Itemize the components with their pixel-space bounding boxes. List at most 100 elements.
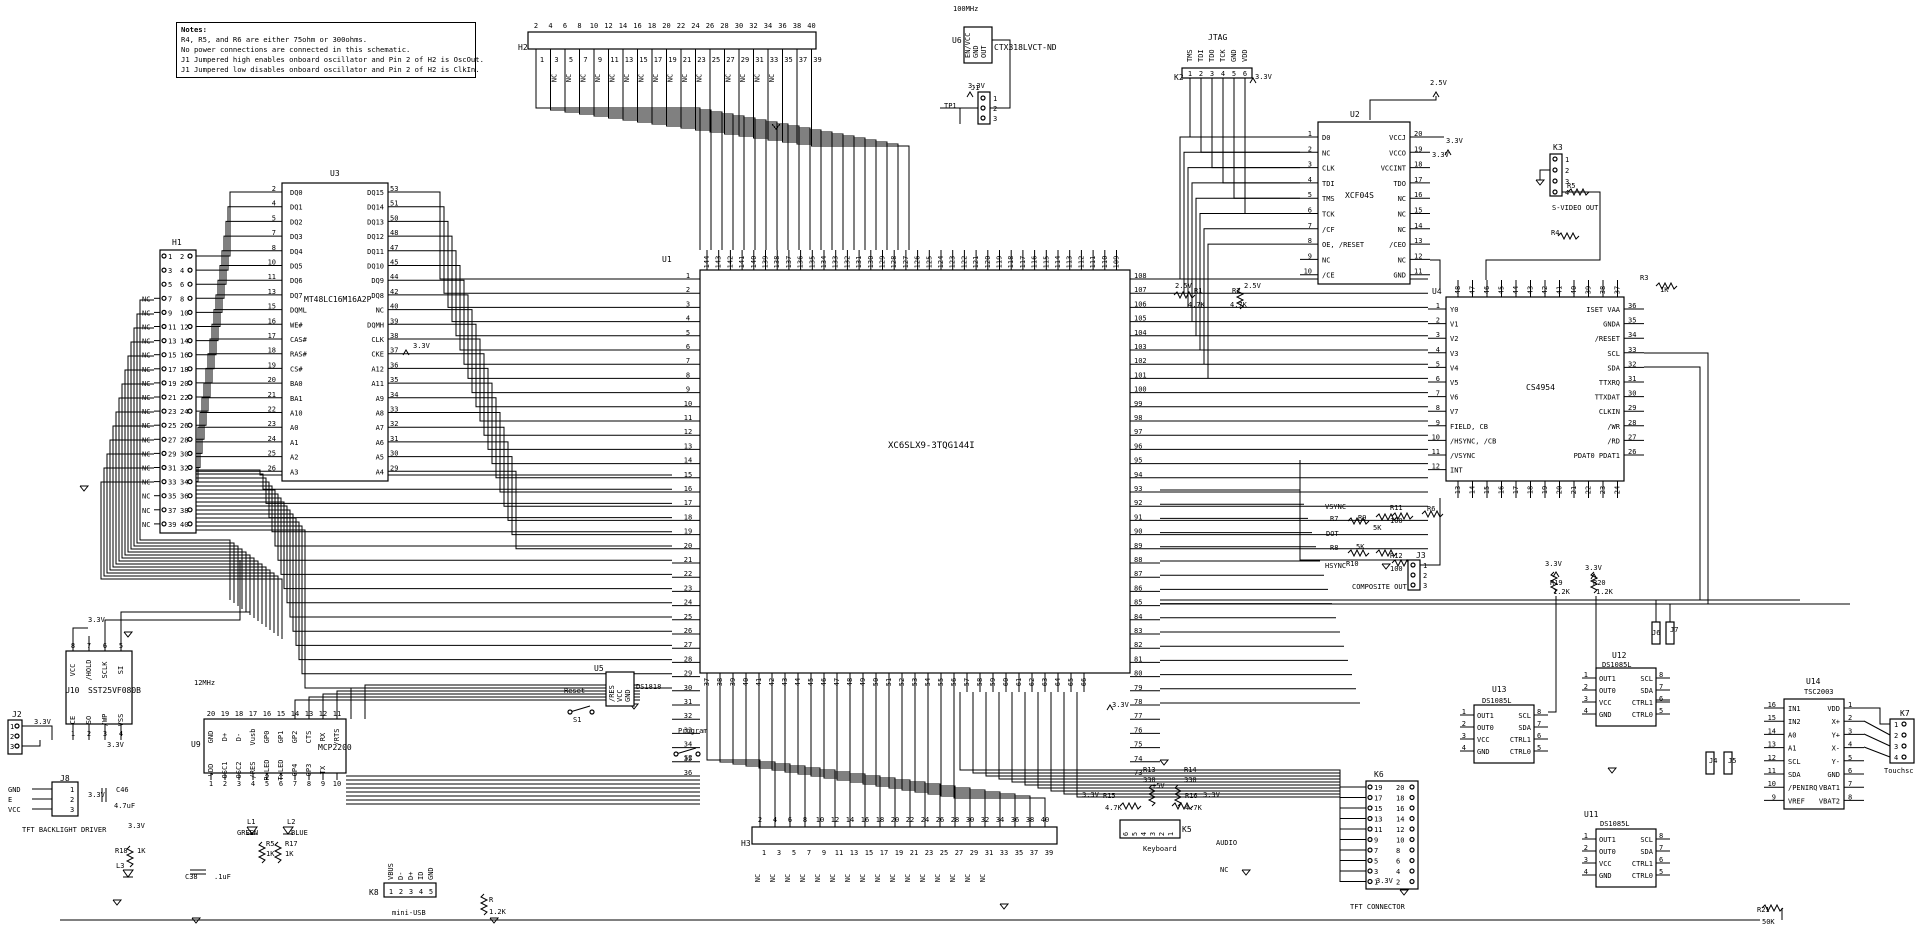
h1-pin-num: 18 (180, 366, 188, 374)
label-r16: R16 (1185, 792, 1198, 800)
h3-ref: H3 (741, 839, 751, 848)
h1-to-u1-wire (196, 525, 672, 675)
u10-top-pin-label: SCLK (101, 661, 109, 679)
u3-to-h1-wire (196, 206, 264, 271)
h1-pin-num: 7 (168, 295, 172, 303)
h1-pin-dot (161, 295, 167, 301)
u9-bottom-pin-label: TX (319, 765, 327, 774)
u3-left-pin-num: 26 (268, 464, 276, 472)
h1-left-wire (121, 383, 255, 618)
label-r18: R18 (115, 847, 128, 855)
ground-icon (1159, 759, 1170, 766)
h3-nc-label: NC (949, 874, 957, 882)
h1-pin-num: 26 (180, 422, 188, 430)
label-5v-k5: +5V (1152, 782, 1165, 790)
k8-pin-num: 3 (409, 888, 413, 896)
k5-box (1119, 819, 1181, 839)
u9-to-u1-wire (308, 696, 640, 719)
u3-left-pin-num: 19 (268, 361, 276, 369)
u4-left-pin-label: V6 (1450, 394, 1458, 402)
u1-to-k6-wire (1024, 692, 1366, 840)
label-nc-audio: NC (1220, 866, 1228, 874)
label-r9: R9 (1358, 514, 1366, 522)
u9-top-pin-label: GND (207, 731, 215, 744)
u1-right-pin-num: 83 (1134, 627, 1142, 635)
h3-nc-label: NC (979, 874, 987, 882)
h1-pin-num: 29 (168, 450, 176, 458)
u9-bottom-pin-num: 3 (237, 780, 241, 788)
label-33v-j8: 3.3V (88, 791, 106, 799)
u11-left-pin-num: 4 (1584, 868, 1588, 876)
u1-right-pin-num: 77 (1134, 712, 1142, 720)
u3-left-pin-num: 24 (268, 435, 276, 443)
k6-box (1365, 780, 1419, 890)
ground-icon (79, 485, 90, 492)
h1-pin-dot (161, 507, 167, 513)
u3-right-pin-label: A4 (376, 468, 384, 476)
label-r5: R5 (1567, 182, 1575, 190)
h3-bottom-pin-num: 39 (1045, 849, 1053, 857)
h1-pin-num: 1 (168, 253, 172, 261)
u1-bottom-pin-num: 55 (937, 678, 945, 686)
u3-to-h1-wire (196, 250, 264, 313)
h1-left-wire (127, 355, 247, 612)
h2-top-pin-num: 8 (577, 22, 581, 30)
u6-name: CTX318LVCT-ND (994, 43, 1057, 52)
u1-left-pin-num: 32 (684, 712, 692, 720)
u4-right-pin-label: SDA (1607, 364, 1620, 372)
label-r10: R10 (1346, 560, 1359, 568)
u1-right-pin-num: 75 (1134, 741, 1142, 749)
u12-left-pin-num: 1 (1584, 671, 1588, 679)
j7-box (1665, 621, 1675, 645)
u2-right-pin-label: NC (1398, 226, 1406, 234)
u9-top-pin-num: 13 (305, 710, 313, 718)
u4-bottom-pin-num: 22 (1585, 486, 1593, 494)
label-c38: C38 (185, 873, 198, 881)
u4-left-pin-num: 6 (1436, 375, 1440, 383)
u1-to-k6-wire (1050, 692, 1366, 861)
k3-pin-dot (1552, 178, 1558, 184)
h2-to-u1-wire (767, 66, 877, 250)
u10-bottom-pin-num: 1 (71, 730, 75, 738)
u4-right-pin-num: 31 (1628, 375, 1636, 383)
h3-nc-label: NC (934, 874, 942, 882)
h1-pin-dot (161, 338, 167, 344)
h1-pin-num: 27 (168, 436, 176, 444)
jtag-pin-label: TCK (1219, 49, 1227, 62)
j3-pin-dot (1410, 562, 1416, 568)
notes-title: Notes: (181, 25, 207, 34)
u3-right-pin-num: 42 (390, 288, 398, 296)
u3-to-u1-wire (406, 470, 672, 550)
u2-left-pin-label: CLK (1322, 165, 1335, 173)
power-arrow-icon (1249, 77, 1257, 84)
u13-left-pin-num: 1 (1462, 708, 1466, 716)
u3-right-pin-label: DQ11 (367, 248, 384, 256)
k6-pin-dot (1409, 868, 1415, 874)
u2-left-pin-num: 6 (1308, 207, 1312, 215)
u3-right-pin-label: A7 (376, 424, 384, 432)
h3-nc-label: NC (814, 874, 822, 882)
u1-to-k6-wire (1011, 692, 1366, 830)
u4-left-pin-label: INT (1450, 467, 1463, 475)
u9-bottom-pin-label: RxLED (263, 759, 271, 780)
u11-box (1595, 828, 1657, 888)
label-r14: R14 (1184, 766, 1197, 774)
h3-nc-label: NC (904, 874, 912, 882)
ground-icon (1381, 563, 1392, 570)
u4-top-pin-num: 40 (1570, 286, 1578, 294)
k6-pin-dot (1367, 805, 1373, 811)
h3-top-pin-num: 32 (981, 816, 989, 824)
u4-left-pin-label: FIELD, CB (1450, 423, 1488, 431)
u10-bottom-pin-label: CE (69, 716, 77, 724)
r3-resistor-icon (1655, 281, 1678, 291)
u4-right-pin-num: 30 (1628, 390, 1636, 398)
ground-icon (1535, 179, 1546, 186)
u4-bottom-pin-num: 15 (1483, 486, 1491, 494)
u1-right-pin-num: 92 (1134, 499, 1142, 507)
h1-to-u1-wire (196, 513, 672, 632)
u3-left-pin-label: DQ7 (290, 292, 303, 300)
h1-pin-num: 2 (180, 253, 184, 261)
u1-right-pin-num: 87 (1134, 570, 1142, 578)
u3-right-pin-num: 38 (390, 332, 398, 340)
j2-ref: J2 (12, 710, 22, 719)
